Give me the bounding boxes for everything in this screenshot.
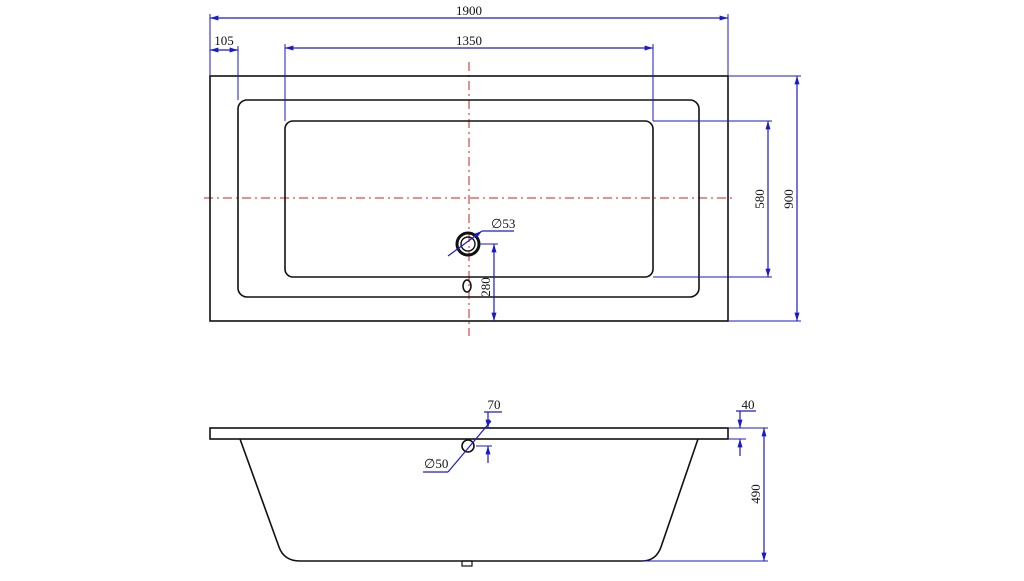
overflow-diameter-label: ∅50 xyxy=(424,456,448,471)
tub-body-profile xyxy=(239,438,699,562)
overall-length-label: 1900 xyxy=(456,3,482,18)
basin-width-label: 580 xyxy=(752,189,767,209)
rim-thickness-label: 40 xyxy=(742,397,755,412)
tub-outer-rim xyxy=(209,75,729,322)
overflow-offset-label: 70 xyxy=(488,397,501,412)
depth-label: 490 xyxy=(748,484,763,504)
overall-width-label: 900 xyxy=(781,189,796,209)
tub-basin xyxy=(284,120,654,278)
top-view: 1900 105 1350 580 900 ∅53 280 xyxy=(204,3,801,336)
side-view: 70 ∅50 40 490 xyxy=(209,397,768,567)
tub-inner-ledge xyxy=(237,99,700,298)
tub-rim-profile xyxy=(209,427,729,440)
drain-icon xyxy=(455,231,481,257)
inner-offset-label: 105 xyxy=(214,33,234,48)
overflow-slot-icon xyxy=(462,279,472,293)
overflow-hole-icon xyxy=(461,439,475,453)
drain-outlet-icon xyxy=(461,560,473,567)
basin-length-label: 1350 xyxy=(456,33,482,48)
drain-diameter-label: ∅53 xyxy=(491,216,515,231)
drain-offset-label: 280 xyxy=(478,277,493,297)
